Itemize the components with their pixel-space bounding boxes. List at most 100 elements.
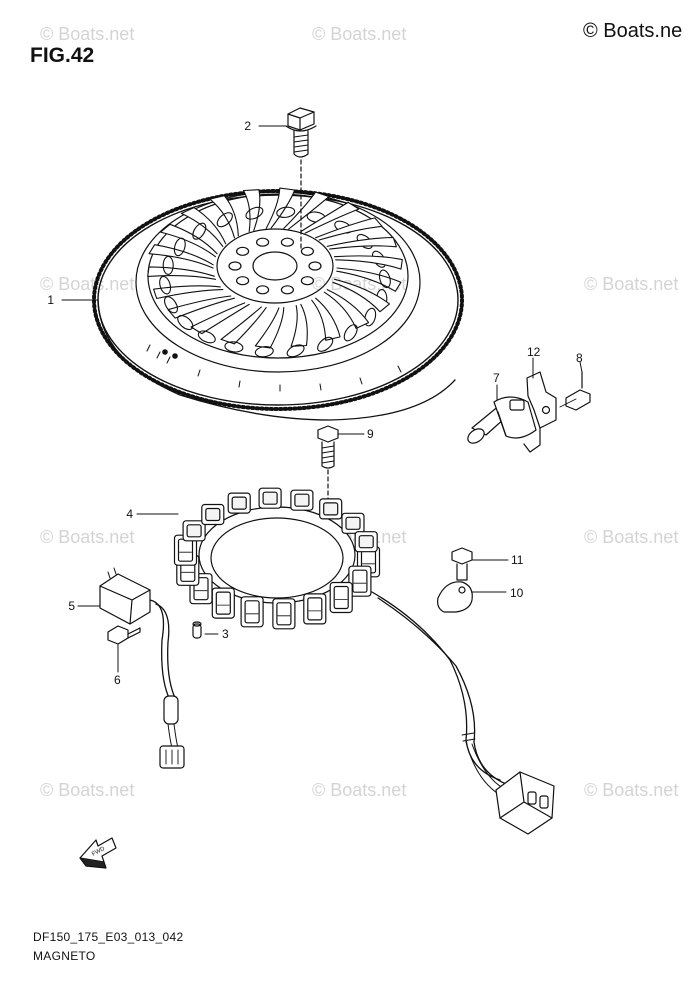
flywheel[interactable] — [92, 187, 464, 421]
hub-hole — [256, 285, 270, 295]
fan-slot — [254, 346, 274, 358]
stator-coil — [272, 598, 296, 630]
part-number-6[interactable]: 6 — [114, 673, 121, 687]
watermark: © Boats.net — [584, 780, 679, 800]
fan-slot — [343, 324, 358, 342]
watermark: © Boats.net — [584, 527, 679, 547]
fan-slot — [245, 206, 264, 220]
fan-blade — [333, 255, 403, 270]
watermark: © Boats.net — [40, 527, 135, 547]
fan-slot — [216, 212, 233, 228]
stator-coil — [319, 498, 343, 520]
stator-coil — [227, 492, 251, 514]
stator-coil — [290, 489, 314, 511]
watermark: © Boats.net — [40, 24, 135, 44]
fan-blade — [290, 303, 308, 347]
stator[interactable] — [173, 487, 507, 796]
stator-coil — [211, 587, 235, 619]
copyright-notice: © Boats.ne — [583, 20, 683, 42]
leader-lines — [61, 125, 583, 673]
hub-hole — [300, 276, 314, 286]
clamp[interactable] — [437, 581, 473, 613]
fan-blade — [209, 195, 239, 239]
fan-blade — [311, 297, 341, 341]
hub-hole — [256, 237, 270, 247]
figure-title: FIG.42 — [30, 44, 95, 67]
stator-connector[interactable] — [495, 771, 555, 835]
section-name: MAGNETO — [33, 949, 96, 963]
fan-slot — [364, 307, 377, 327]
part-number-5[interactable]: 5 — [68, 599, 75, 613]
stator-coil — [303, 593, 327, 625]
stator-coil — [354, 531, 378, 553]
fan-blade — [332, 278, 390, 313]
fan-blade — [326, 236, 397, 250]
stator-coil — [201, 503, 225, 526]
hub-hole — [228, 261, 242, 271]
fan-slot — [378, 269, 391, 289]
hub-hole — [280, 237, 294, 247]
fan-slot — [317, 336, 334, 352]
pulser-coil[interactable] — [99, 567, 185, 769]
clamp-bolt[interactable] — [451, 547, 473, 581]
part-number-3[interactable]: 3 — [222, 627, 229, 641]
stator-coil — [258, 487, 282, 509]
stator-coil — [182, 520, 206, 542]
fan-blade — [190, 302, 250, 335]
watermark: © Boats.net — [40, 274, 135, 294]
fan-blade — [147, 266, 217, 280]
part-number-1[interactable]: 1 — [47, 293, 54, 307]
pulser-coil-screw[interactable] — [107, 625, 141, 645]
fan-slot — [163, 296, 179, 314]
fan-slot — [177, 314, 194, 331]
watermark: © Boats.net — [312, 24, 407, 44]
fan-blade — [315, 217, 383, 241]
fan-slot — [173, 237, 186, 257]
fan-blade — [323, 289, 370, 329]
fan-blade — [283, 191, 330, 230]
part-number-8[interactable]: 8 — [576, 351, 583, 365]
hub-hole — [308, 261, 322, 271]
fan-blade — [180, 207, 227, 247]
hub-hole — [236, 246, 250, 256]
fan-slot — [224, 341, 244, 353]
fan-slot — [159, 275, 172, 295]
sensor-bolt[interactable] — [559, 371, 591, 411]
sensor-bracket[interactable] — [523, 371, 557, 453]
part-number-9[interactable]: 9 — [367, 427, 374, 441]
flywheel-fan-blades — [147, 187, 403, 358]
sensor[interactable] — [465, 396, 537, 446]
fan-blade — [300, 201, 360, 234]
hub-hole — [300, 246, 314, 256]
hub-hole — [236, 276, 250, 286]
fan-slot — [192, 222, 207, 240]
part-number-10[interactable]: 10 — [510, 586, 524, 600]
dowel-pin[interactable] — [192, 621, 202, 639]
stator-coils — [173, 487, 381, 630]
fan-blade — [220, 306, 267, 345]
flywheel-hub-holes — [228, 237, 322, 295]
diagram-code: DF150_175_E03_013_042 — [33, 930, 184, 944]
stator-coil — [348, 565, 372, 597]
part-number-12[interactable]: 12 — [527, 345, 541, 359]
part-number-7[interactable]: 7 — [493, 371, 500, 385]
fan-slot — [276, 206, 296, 218]
part-number-4[interactable]: 4 — [126, 507, 133, 521]
watermark: © Boats.net — [312, 780, 407, 800]
fan-blade — [336, 267, 402, 292]
fan-blade — [148, 244, 214, 269]
fwd-arrow-icon: FWD — [79, 837, 117, 869]
fan-blade — [160, 223, 218, 258]
watermark: © Boats.net — [40, 780, 135, 800]
fan-slot — [197, 330, 216, 344]
flywheel-bolt[interactable] — [285, 107, 317, 251]
hub-hole — [280, 285, 294, 295]
part-number-11[interactable]: 11 — [511, 553, 524, 567]
part-number-2[interactable]: 2 — [244, 119, 251, 133]
stator-coil — [329, 581, 353, 614]
stator-bolt[interactable] — [317, 425, 339, 511]
fan-blade — [242, 189, 261, 233]
fan-slot — [162, 255, 174, 275]
